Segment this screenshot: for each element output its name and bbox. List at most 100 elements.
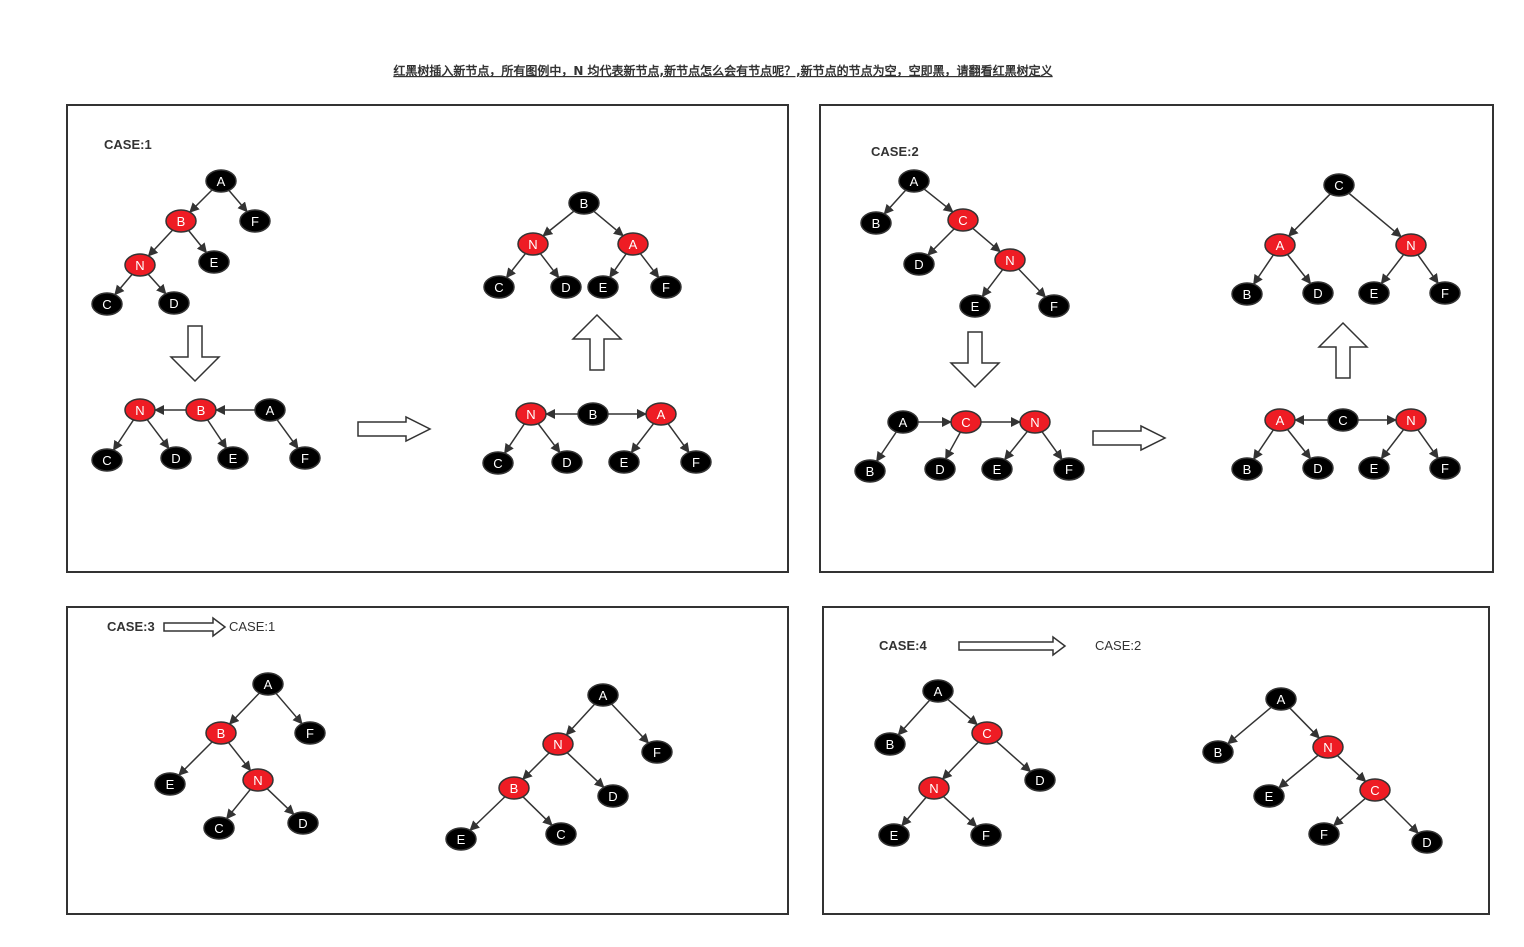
svg-text:D: D xyxy=(1313,461,1322,476)
svg-text:C: C xyxy=(556,827,565,842)
red-node-n: N xyxy=(517,232,549,256)
black-node-a: A xyxy=(1265,687,1297,711)
svg-text:B: B xyxy=(1214,745,1223,760)
black-node-f: F xyxy=(1308,822,1340,846)
tree-edge xyxy=(1380,429,1405,460)
red-node-a: A xyxy=(617,232,649,256)
svg-text:N: N xyxy=(135,258,144,273)
svg-text:N: N xyxy=(1323,740,1332,755)
svg-text:E: E xyxy=(457,832,466,847)
black-node-d: D xyxy=(1302,281,1334,305)
svg-text:C: C xyxy=(982,726,991,741)
svg-text:B: B xyxy=(510,781,519,796)
svg-text:F: F xyxy=(1050,299,1058,314)
tree-edge xyxy=(1253,254,1274,285)
black-node-f: F xyxy=(1429,281,1461,305)
c2-result-tree: C A N B D E F xyxy=(1231,173,1461,306)
red-node-c: C xyxy=(950,410,982,434)
svg-text:A: A xyxy=(910,174,919,189)
tree-edge xyxy=(942,795,978,828)
svg-text:D: D xyxy=(298,816,307,831)
tree-edge xyxy=(883,189,907,215)
black-node-a: A xyxy=(254,398,286,422)
svg-text:F: F xyxy=(662,280,670,295)
tree-edge xyxy=(1336,755,1367,783)
tree-edge xyxy=(1253,429,1274,460)
red-node-c: C xyxy=(971,721,1003,745)
black-node-d: D xyxy=(1411,830,1443,854)
svg-text:D: D xyxy=(608,789,617,804)
tree-edge xyxy=(1348,192,1402,238)
hollow-arrow-icon xyxy=(571,313,623,371)
case2-label: CASE:2 xyxy=(871,144,919,159)
black-node-b: B xyxy=(860,211,892,235)
tree-edge xyxy=(505,253,527,279)
tree-edge xyxy=(114,273,133,296)
tree-edge xyxy=(275,692,303,725)
black-node-b: B xyxy=(1231,282,1263,306)
red-node-n: N xyxy=(124,398,156,422)
svg-text:B: B xyxy=(1243,462,1252,477)
svg-text:B: B xyxy=(177,214,186,229)
svg-text:F: F xyxy=(692,455,700,470)
tree-edge xyxy=(630,423,655,454)
svg-text:E: E xyxy=(1370,286,1379,301)
black-node-f: F xyxy=(294,721,326,745)
tree-edge xyxy=(611,703,650,744)
black-node-f: F xyxy=(239,209,271,233)
svg-text:E: E xyxy=(971,299,980,314)
red-node-b: B xyxy=(498,776,530,800)
black-node-c: C xyxy=(483,275,515,299)
black-node-f: F xyxy=(970,823,1002,847)
tree-edge xyxy=(593,210,624,237)
black-node-b: B xyxy=(1231,457,1263,481)
red-node-n: N xyxy=(1395,408,1427,432)
red-node-b: B xyxy=(165,209,197,233)
svg-text:A: A xyxy=(899,415,908,430)
page-title: 红黑树插入新节点，所有图例中，N 均代表新节点,新节点怎么会有节点呢？,新节点的… xyxy=(393,63,1053,78)
svg-text:C: C xyxy=(102,297,111,312)
svg-text:B: B xyxy=(872,216,881,231)
svg-text:A: A xyxy=(629,237,638,252)
tree-edge xyxy=(228,189,248,213)
black-node-d: D xyxy=(924,457,956,481)
tree-edge xyxy=(565,703,596,736)
svg-text:C: C xyxy=(1334,178,1343,193)
tree-edge xyxy=(639,253,660,279)
svg-text:N: N xyxy=(1406,238,1415,253)
svg-text:C: C xyxy=(493,456,502,471)
black-node-b: B xyxy=(577,402,609,426)
hollow-arrow-icon xyxy=(1092,424,1167,452)
svg-text:E: E xyxy=(229,451,238,466)
tree-edge xyxy=(1278,754,1319,789)
red-node-c: C xyxy=(947,208,979,232)
black-node-e: E xyxy=(959,294,991,318)
tree-edge xyxy=(226,788,251,820)
case1-panel xyxy=(66,104,789,573)
hollow-arrow-icon xyxy=(169,325,221,383)
tree-edge xyxy=(542,210,575,237)
svg-text:C: C xyxy=(1370,783,1379,798)
case3-label: CASE:3 xyxy=(107,619,155,634)
red-node-n: N xyxy=(918,776,950,800)
tree-edge xyxy=(927,228,955,256)
red-node-a: A xyxy=(1264,233,1296,257)
tree-edge xyxy=(667,423,690,454)
svg-text:D: D xyxy=(562,455,571,470)
black-node-b: B xyxy=(568,191,600,215)
svg-text:D: D xyxy=(561,280,570,295)
svg-text:F: F xyxy=(982,828,990,843)
tree-edge xyxy=(147,229,174,257)
tree-edge xyxy=(947,698,979,726)
svg-text:N: N xyxy=(135,403,144,418)
svg-text:F: F xyxy=(1065,462,1073,477)
red-node-a: A xyxy=(1264,408,1296,432)
tree-edge xyxy=(972,227,1001,253)
